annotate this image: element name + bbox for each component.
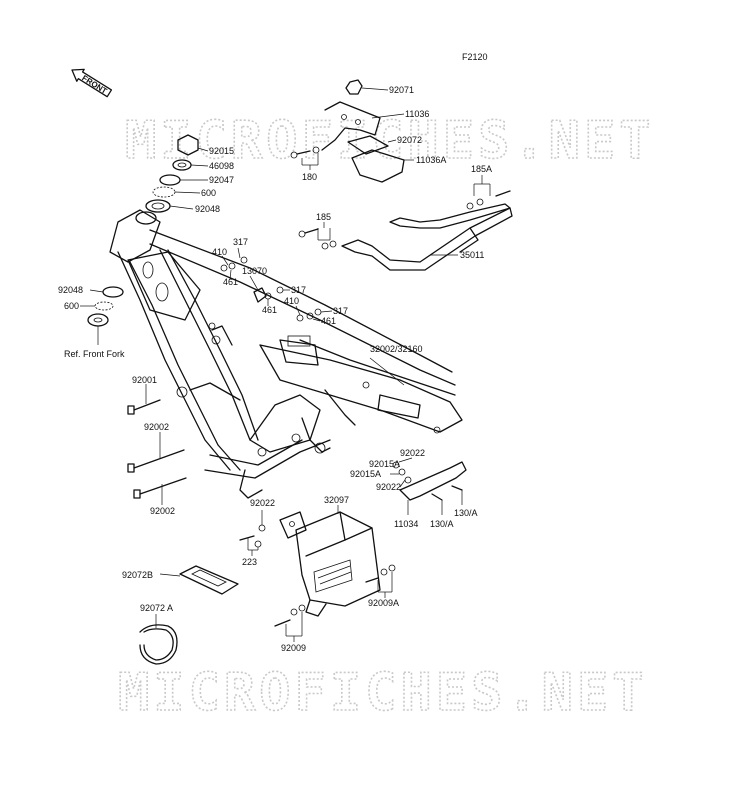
label-92022-a: 92022 <box>400 448 425 458</box>
label-32097: 32097 <box>324 495 349 505</box>
label-92015A-b: 92015A <box>350 469 381 479</box>
label-35011: 35011 <box>460 250 484 260</box>
label-32002-32160: 32002/32160 <box>370 344 423 354</box>
label-461-a: 461 <box>223 277 238 287</box>
label-92015: 92015 <box>209 146 234 156</box>
label-410-b: 410 <box>284 296 299 306</box>
label-223: 223 <box>242 557 257 567</box>
label-180: 180 <box>302 172 317 182</box>
page-code: F2120 <box>462 52 488 62</box>
seat-bracket-assembly <box>290 79 414 183</box>
label-92072A: 92072 A <box>140 603 173 613</box>
label-185A: 185A <box>471 164 492 174</box>
battery-pad-and-band <box>139 565 239 665</box>
label-92048-top: 92048 <box>195 204 220 214</box>
label-92072: 92072 <box>397 135 422 145</box>
label-317-a: 317 <box>233 237 248 247</box>
label-317-c: 317 <box>333 306 348 316</box>
label-92002-b: 92002 <box>150 506 175 516</box>
label-46098: 46098 <box>209 161 234 171</box>
label-92001: 92001 <box>132 375 157 385</box>
frame-fasteners <box>220 247 333 322</box>
label-92047: 92047 <box>209 175 234 185</box>
front-arrow-icon: FRONT <box>71 68 113 98</box>
label-92072B: 92072B <box>122 570 153 580</box>
front-label: FRONT <box>80 73 108 95</box>
battery-case <box>239 505 396 642</box>
watermark-bottom: MICROFICHES.NET <box>118 663 648 723</box>
steering-bearing-stack <box>145 134 209 213</box>
label-92022-b: 92022 <box>376 482 401 492</box>
label-11034: 11034 <box>394 519 418 529</box>
label-317-b: 317 <box>291 285 306 295</box>
label-92022-c: 92022 <box>250 498 275 508</box>
lower-bearing-stack <box>80 286 124 345</box>
label-92009A: 92009A <box>368 598 399 608</box>
label-92009: 92009 <box>281 643 306 653</box>
label-92002-a: 92002 <box>144 422 169 432</box>
label-185: 185 <box>316 212 331 222</box>
label-92015A-a: 92015A <box>369 459 400 469</box>
label-410-a: 410 <box>212 247 227 257</box>
label-600-top: 600 <box>201 188 216 198</box>
main-frame <box>109 209 463 499</box>
engine-mount-bolts <box>127 384 187 505</box>
label-461-c: 461 <box>321 316 336 326</box>
label-11036A: 11036A <box>416 155 446 165</box>
label-130A-b: 130/A <box>454 508 478 518</box>
ref-front-fork-note: Ref. Front Fork <box>64 349 125 359</box>
label-92071: 92071 <box>389 85 414 95</box>
label-600-lower: 600 <box>64 301 79 311</box>
label-130A-a: 130/A <box>430 519 454 529</box>
label-11036: 11036 <box>405 109 429 119</box>
label-461-b: 461 <box>262 305 277 315</box>
watermark-top: MICROFICHES.NET <box>125 111 655 171</box>
label-13070: 13070 <box>242 266 267 276</box>
label-92048-lower: 92048 <box>58 285 83 295</box>
rear-bracket-assembly <box>390 457 467 515</box>
grab-bar-assembly <box>298 175 513 271</box>
